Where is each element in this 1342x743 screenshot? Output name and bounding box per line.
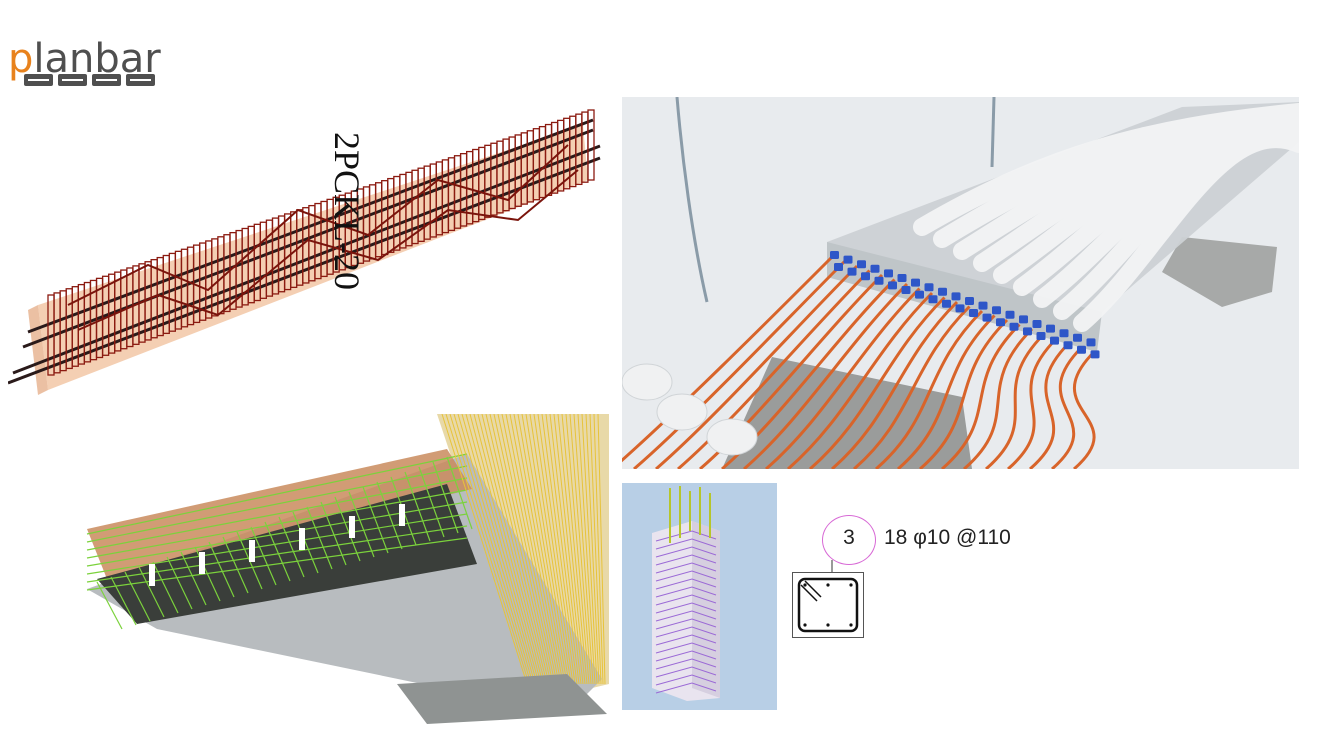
- column-rebar-image: [622, 483, 777, 710]
- beam-icon: [126, 74, 155, 86]
- bridge-tendons-illustration: [622, 97, 1299, 469]
- beam-rebar-image: [8, 100, 608, 400]
- bar-position-number: 3: [822, 515, 876, 565]
- column-cross-section: [792, 572, 864, 638]
- wall-icon: [58, 74, 87, 86]
- bridge-tendons-image: [622, 97, 1299, 469]
- deck-rebar-image: [27, 414, 609, 724]
- deck-rebar-illustration: [27, 414, 609, 724]
- beam-mark-label: 2PCKL-20: [327, 132, 367, 291]
- beam-rebar-illustration: [8, 109, 601, 395]
- column-rebar-illustration: [622, 483, 777, 710]
- bar-specification: 18 φ10 @110: [884, 526, 1011, 549]
- logo-icon-row: [24, 74, 155, 86]
- stair-icon: [92, 74, 121, 86]
- stirrup-section-drawing: [797, 577, 859, 633]
- planbar-logo: planbar: [8, 36, 173, 92]
- slab-icon: [24, 74, 53, 86]
